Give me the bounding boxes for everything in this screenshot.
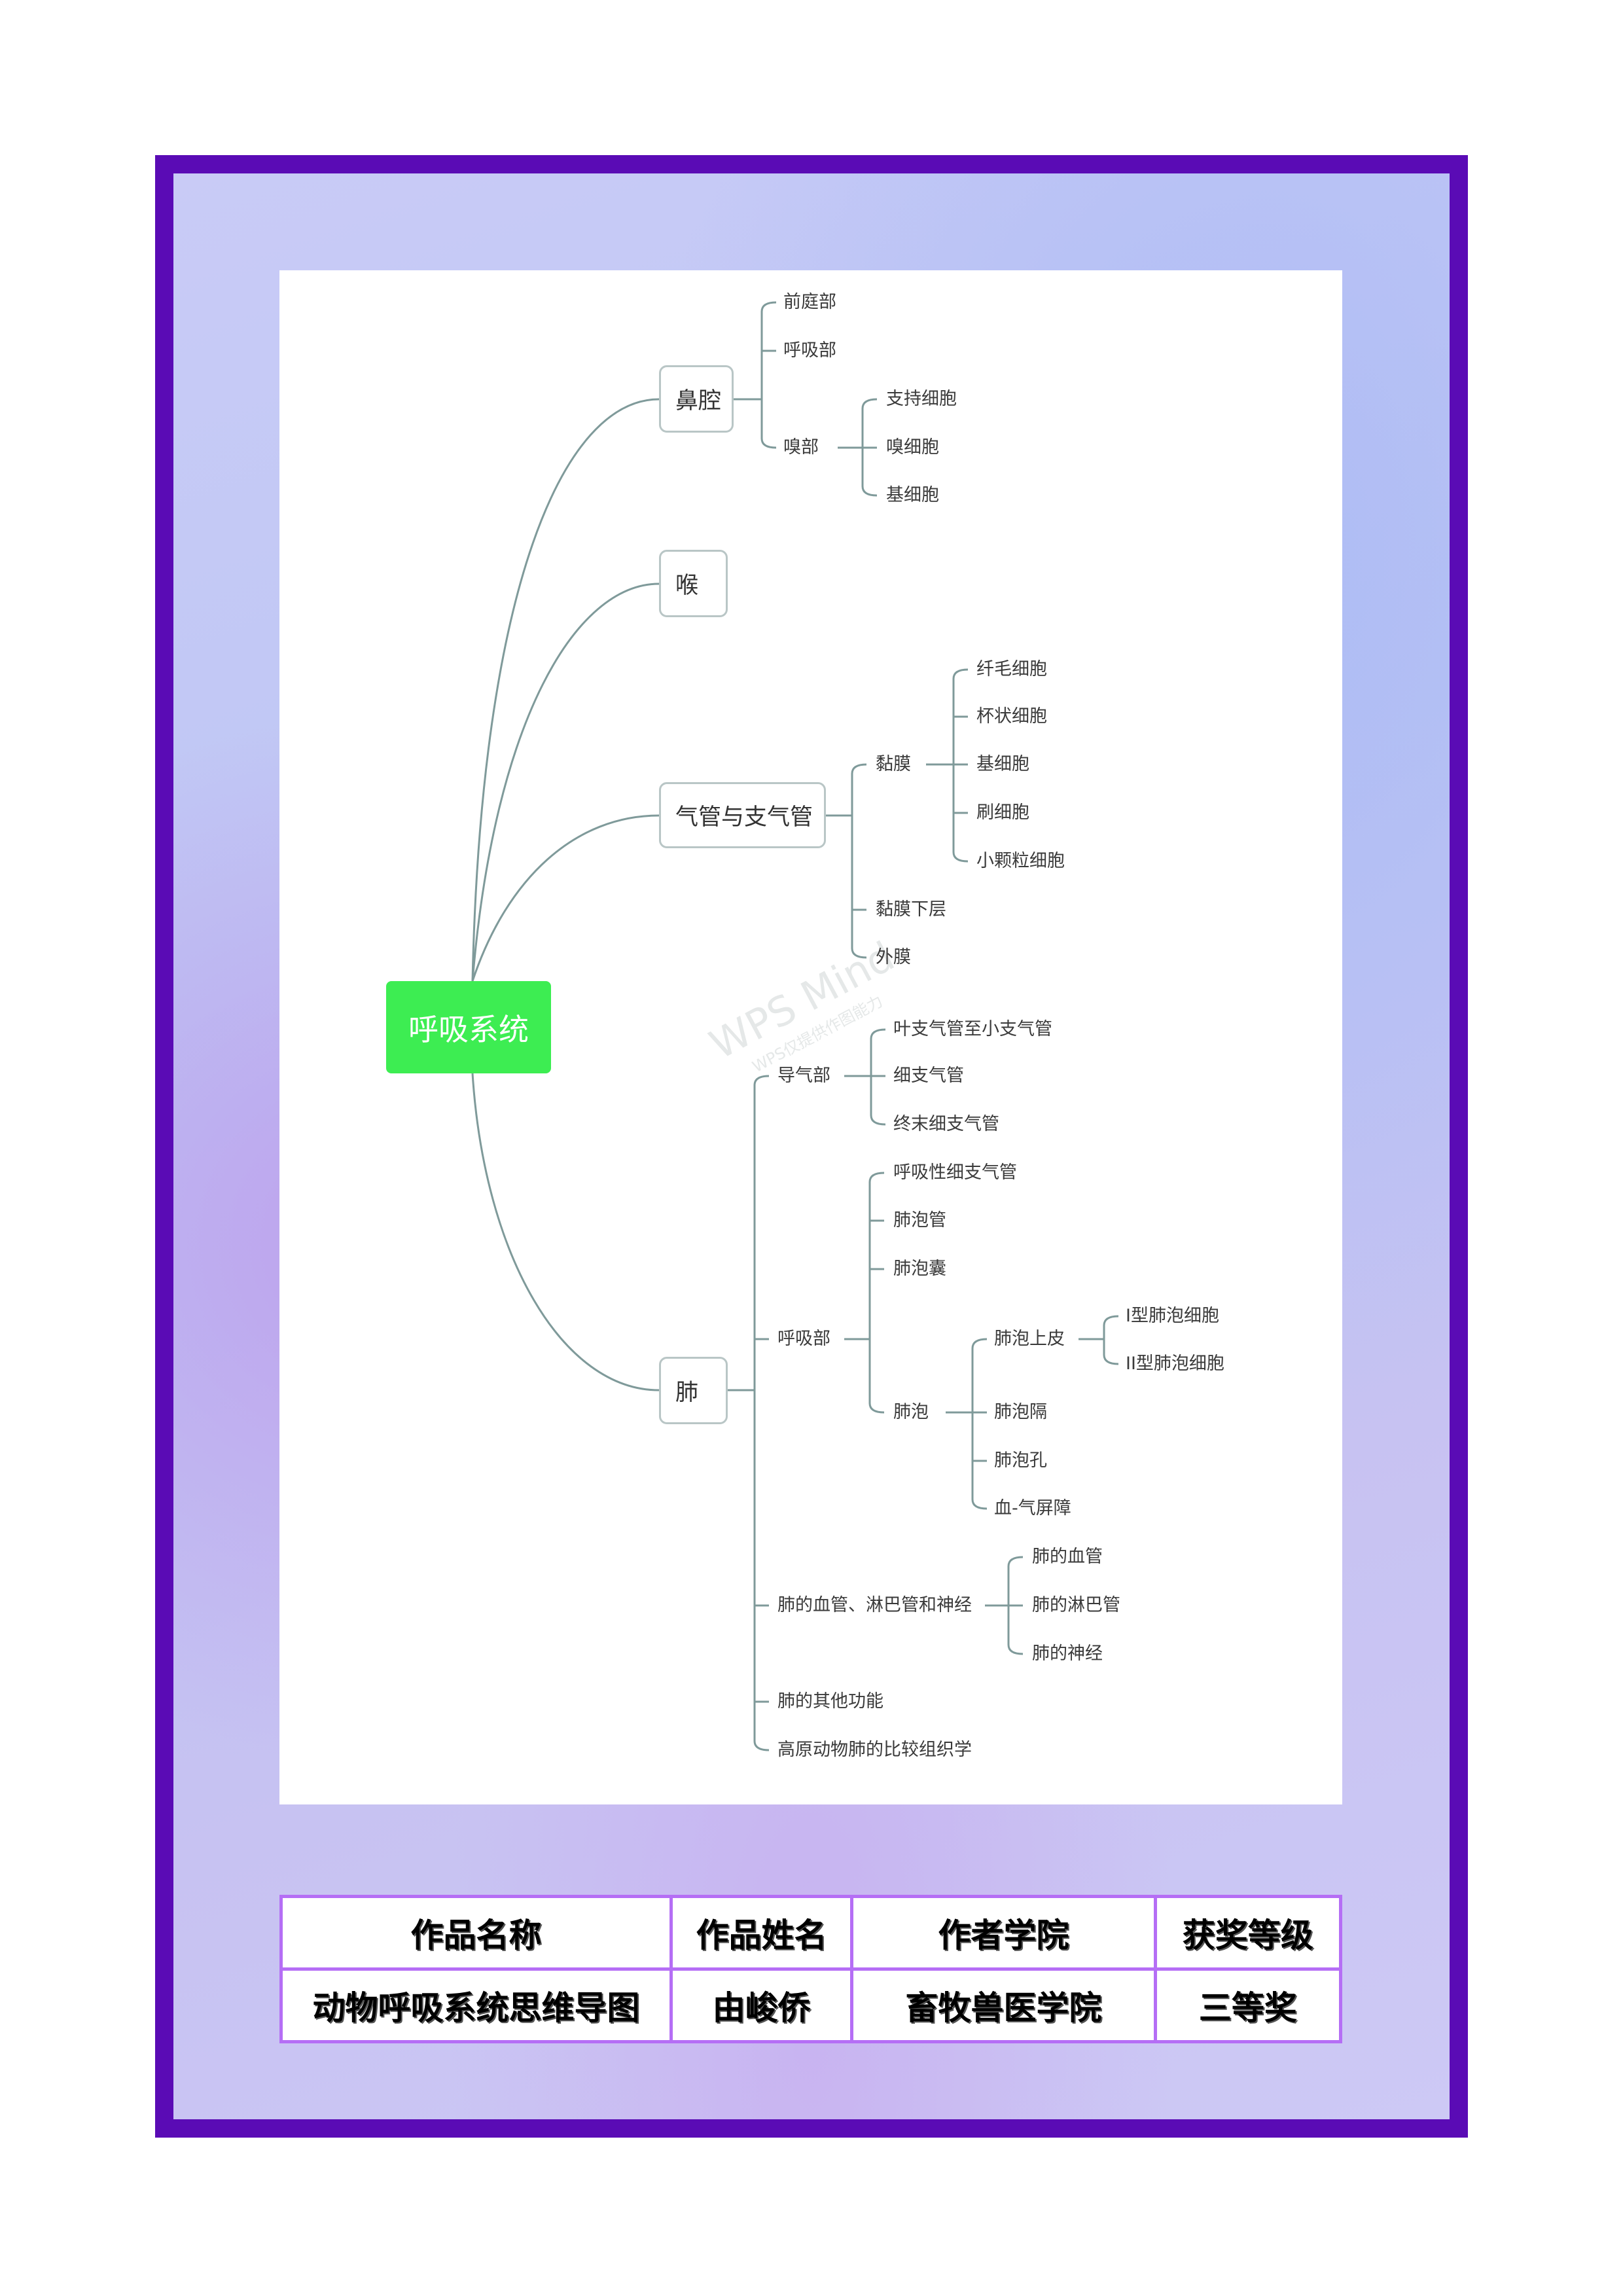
connector-lung-children <box>728 1075 770 1751</box>
leaf-node[interactable]: 叶支气管至小支气管 <box>893 1019 1052 1039</box>
header-author-name: 作品姓名 <box>669 1895 854 1971</box>
leaf-node[interactable]: 高原动物肺的比较组织学 <box>777 1740 972 1760</box>
connector-mucosa-children <box>926 668 969 863</box>
connector-root-larynx <box>471 583 660 982</box>
branch-node[interactable]: 嗅部 <box>783 437 819 457</box>
leaf-node[interactable]: 纤毛细胞 <box>976 659 1047 679</box>
leaf-node[interactable]: 肺的淋巴管 <box>1032 1595 1120 1615</box>
connector-alveolus-children <box>946 1338 988 1510</box>
connector-trachea-children <box>826 763 867 959</box>
connector-root-lung <box>471 1073 660 1391</box>
branch-node[interactable]: 呼吸部 <box>777 1329 830 1349</box>
leaf-node[interactable]: 呼吸性细支气管 <box>893 1162 1017 1183</box>
connector-conducting-children <box>844 1028 886 1126</box>
leaf-node[interactable]: 肺的血管 <box>1032 1547 1103 1567</box>
branch-node[interactable]: 导气部 <box>777 1066 830 1086</box>
leaf-node[interactable]: 杯状细胞 <box>976 706 1047 726</box>
leaf-node[interactable]: 终末细支气管 <box>893 1114 999 1134</box>
node-lung[interactable]: 肺 <box>659 1357 728 1424</box>
node-nasal[interactable]: 鼻腔 <box>659 365 734 433</box>
connector-root-trachea <box>471 814 660 982</box>
branch-node[interactable]: 肺泡上皮 <box>994 1329 1065 1349</box>
cell-college: 畜牧兽医学院 <box>850 1967 1157 2043</box>
root-node[interactable]: 呼吸系统 <box>386 981 551 1073</box>
connector-olfactory-children <box>838 398 878 497</box>
connector-nasal-children <box>734 301 777 449</box>
table-header-row: 作品名称 作品姓名 作者学院 获奖等级 <box>279 1895 1343 1971</box>
leaf-node[interactable]: 小颗粒细胞 <box>976 851 1065 871</box>
connector-respiratory-children <box>844 1172 885 1414</box>
node-trachea[interactable]: 气管与支气管 <box>659 782 826 848</box>
leaf-node[interactable]: 支持细胞 <box>886 389 957 409</box>
leaf-node[interactable]: 肺的神经 <box>1032 1643 1103 1664</box>
connector-epithelium-children <box>1079 1315 1119 1365</box>
info-table: 作品名称 作品姓名 作者学院 获奖等级 动物呼吸系统思维导图 由峻侨 畜牧兽医学… <box>279 1895 1343 2043</box>
leaf-node[interactable]: 肺泡囊 <box>893 1259 946 1279</box>
leaf-node[interactable]: 黏膜下层 <box>876 899 946 920</box>
leaf-node[interactable]: 嗅细胞 <box>886 437 939 457</box>
leaf-node[interactable]: 细支气管 <box>893 1066 964 1086</box>
table-row: 动物呼吸系统思维导图 由峻侨 畜牧兽医学院 三等奖 <box>279 1967 1343 2043</box>
leaf-node[interactable]: 基细胞 <box>886 485 939 505</box>
cell-author-name: 由峻侨 <box>669 1967 854 2043</box>
leaf-node[interactable]: 肺泡管 <box>893 1210 946 1230</box>
branch-node[interactable]: 肺的血管、淋巴管和神经 <box>777 1595 972 1615</box>
cell-award: 三等奖 <box>1153 1967 1343 2043</box>
leaf-node[interactable]: I型肺泡细胞 <box>1126 1306 1219 1326</box>
leaf-node[interactable]: 肺的其他功能 <box>777 1691 883 1712</box>
node-larynx[interactable]: 喉 <box>659 550 728 617</box>
leaf-node[interactable]: 血-气屏障 <box>994 1498 1071 1518</box>
header-work-name: 作品名称 <box>279 1895 673 1971</box>
leaf-node[interactable]: II型肺泡细胞 <box>1126 1354 1224 1374</box>
leaf-node[interactable]: 刷细胞 <box>976 802 1029 823</box>
branch-node[interactable]: 肺泡 <box>893 1402 929 1422</box>
leaf-node[interactable]: 外膜 <box>876 947 911 967</box>
cell-work-name: 动物呼吸系统思维导图 <box>279 1967 673 2043</box>
leaf-node[interactable]: 呼吸部 <box>783 340 836 361</box>
connector-root-nasal <box>471 398 660 982</box>
branch-node[interactable]: 黏膜 <box>876 754 911 774</box>
header-college: 作者学院 <box>850 1895 1157 1971</box>
leaf-node[interactable]: 基细胞 <box>976 754 1029 774</box>
leaf-node[interactable]: 肺泡隔 <box>994 1402 1047 1422</box>
leaf-node[interactable]: 肺泡孔 <box>994 1450 1047 1471</box>
header-award: 获奖等级 <box>1153 1895 1343 1971</box>
leaf-node[interactable]: 前庭部 <box>783 292 836 312</box>
connector-vessel-children <box>985 1556 1024 1655</box>
